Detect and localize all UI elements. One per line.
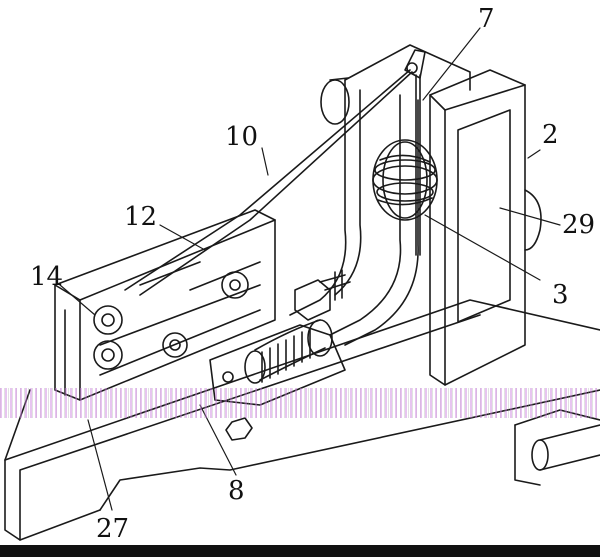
label-7: 7 [478, 4, 495, 34]
label-3: 3 [552, 280, 569, 310]
spring-assembly [209, 269, 351, 406]
label-8: 8 [228, 476, 245, 506]
top-pulley [404, 49, 426, 256]
scan-noise-band [0, 388, 600, 418]
main-frame [289, 44, 542, 386]
bottom-border [0, 545, 600, 557]
label-14: 14 [30, 262, 64, 292]
label-29: 29 [562, 210, 596, 240]
label-2: 2 [542, 120, 559, 150]
label-10: 10 [225, 122, 259, 152]
base-beam [4, 299, 600, 541]
spherical-cage [372, 139, 438, 221]
cable [124, 69, 413, 296]
pulley-box [54, 209, 276, 401]
right-pipe [514, 409, 600, 486]
hex-nut [225, 417, 253, 441]
leader-lines [59, 27, 561, 511]
label-27: 27 [96, 514, 130, 544]
label-12: 12 [124, 202, 158, 232]
